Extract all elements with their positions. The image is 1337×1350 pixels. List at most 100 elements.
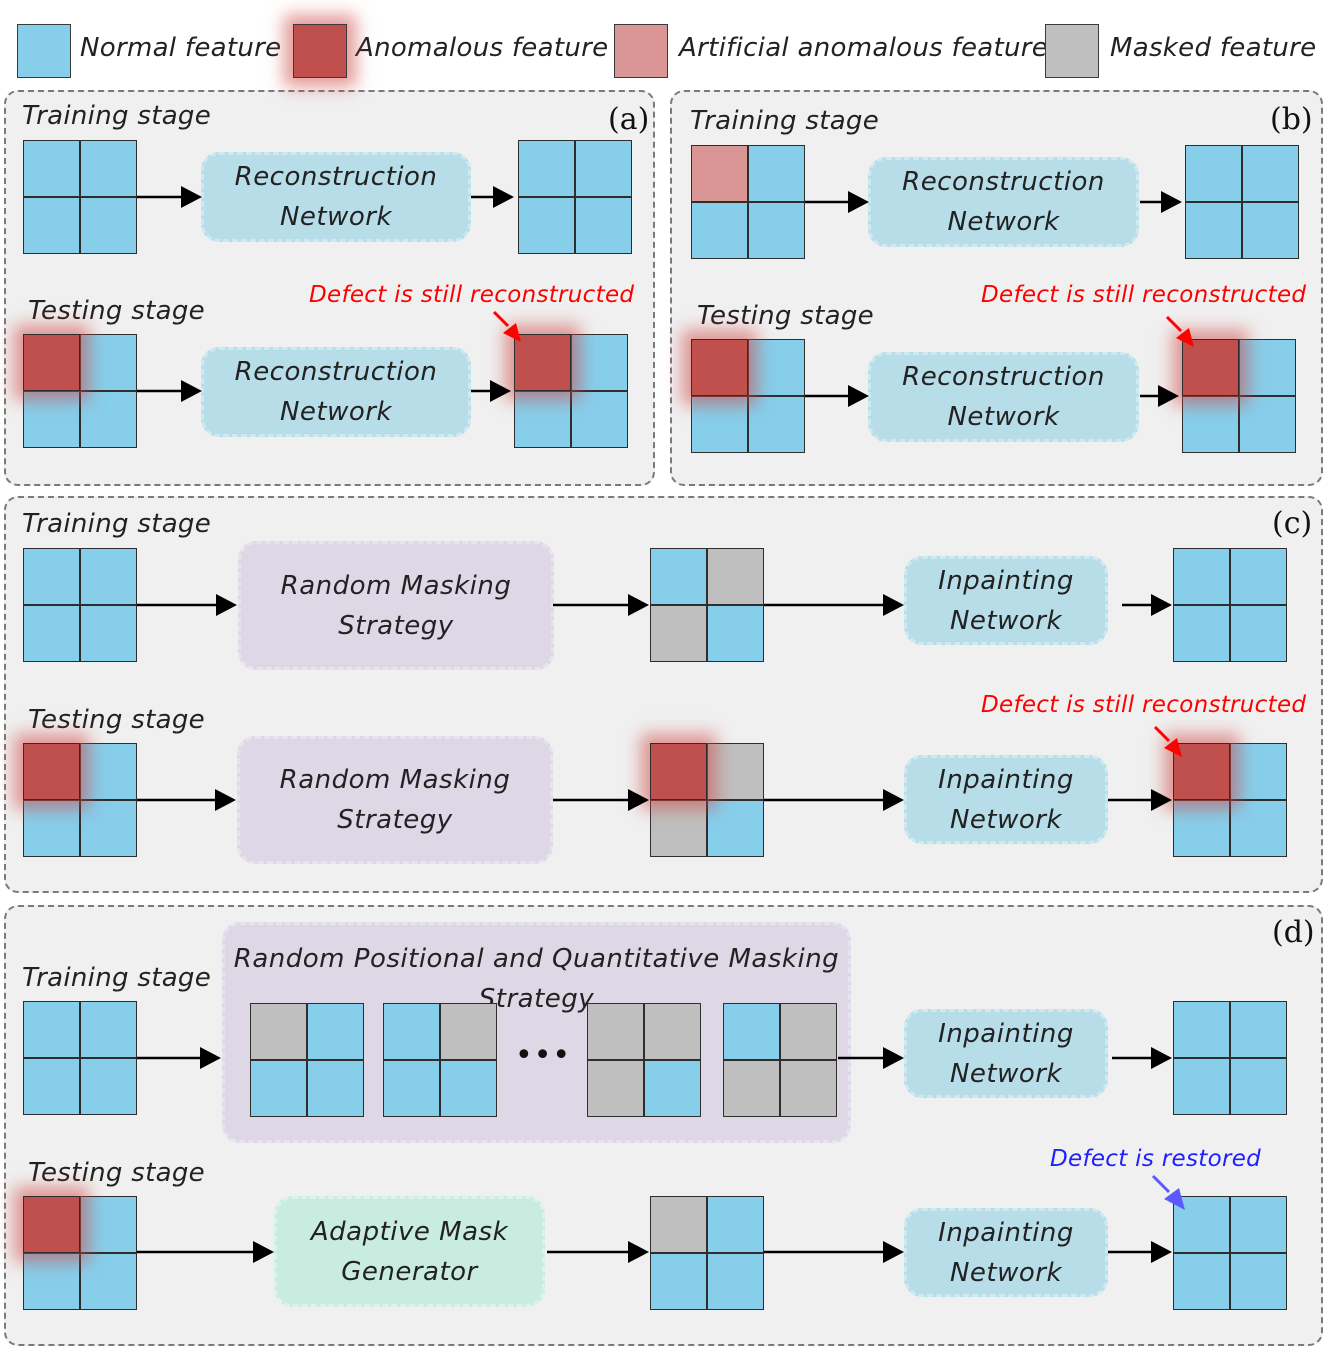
panel-c-train-input-grid (23, 548, 137, 662)
panel-a-training-stage: Training stage (22, 101, 212, 131)
panel-b-test-output-grid (1182, 339, 1296, 453)
panel-d-mask-sample-3 (587, 1003, 701, 1117)
feature-cell (723, 1003, 780, 1060)
network-label-line2: Network (949, 1058, 1063, 1089)
panel-d-testing-stage: Testing stage (28, 1158, 205, 1188)
panel-b-test-input-grid (691, 339, 805, 453)
feature-cell (514, 391, 571, 448)
panel-d-test-output-grid (1173, 1196, 1287, 1310)
feature-cell (1230, 1001, 1287, 1058)
feature-cell (1242, 202, 1299, 259)
network-label-line2: Network (947, 402, 1060, 432)
masking-label-line1: Random Masking (280, 570, 512, 601)
feature-cell (707, 800, 764, 857)
feature-cell (80, 1001, 137, 1058)
legend-anomalous-label: Anomalous feature (356, 33, 609, 63)
masking-strategy-title: Random Positional and Quantitative Maski… (225, 939, 848, 1019)
network-label-line1: Inpainting (938, 1018, 1074, 1049)
panel-c-test-masked-grid (650, 743, 764, 857)
feature-cell (748, 202, 805, 259)
masking-label-line2: Strategy (478, 984, 595, 1014)
feature-cell (23, 1058, 80, 1115)
feature-cell (1230, 1058, 1287, 1115)
feature-cell (1185, 145, 1242, 202)
network-label-line1: Inpainting (938, 1217, 1074, 1248)
feature-cell (1230, 1253, 1287, 1310)
panel-c-train-masked-grid (650, 548, 764, 662)
network-label-line2: Network (949, 804, 1063, 835)
feature-cell-anomalous (691, 339, 748, 396)
feature-cell (748, 396, 805, 453)
network-label-line2: Network (279, 202, 393, 232)
network-label-line1: Reconstruction (234, 162, 438, 192)
feature-cell (650, 548, 707, 605)
feature-cell (23, 1253, 80, 1310)
feature-cell-masked (440, 1003, 497, 1060)
feature-cell (23, 391, 80, 448)
feature-cell-masked (780, 1060, 837, 1117)
panel-a-label: (a) (608, 102, 650, 137)
feature-cell (80, 605, 137, 662)
feature-cell-masked (587, 1060, 644, 1117)
feature-cell (748, 339, 805, 396)
panel-a-test-output-grid (514, 334, 628, 448)
feature-cell (80, 548, 137, 605)
feature-cell (1173, 1001, 1230, 1058)
feature-cell-anomalous (23, 743, 80, 800)
feature-cell (80, 197, 137, 254)
feature-cell-masked (707, 548, 764, 605)
feature-cell (80, 140, 137, 197)
feature-cell-anomalous (1173, 743, 1230, 800)
feature-cell (1239, 396, 1296, 453)
feature-cell (575, 140, 632, 197)
panel-a-defect-note: Defect is still reconstructed (309, 282, 635, 308)
feature-cell (250, 1060, 307, 1117)
panel-d-restored-note: Defect is restored (1050, 1146, 1262, 1172)
feature-cell-masked (650, 605, 707, 662)
feature-cell (1173, 1253, 1230, 1310)
network-label-line1: Inpainting (938, 764, 1074, 795)
legend-normal-label: Normal feature (80, 33, 282, 63)
masking-label-line1: Random Positional and Quantitative Maski… (233, 944, 840, 974)
panel-c-training-stage: Training stage (22, 509, 212, 539)
feature-cell (707, 1196, 764, 1253)
panel-a-train-output-grid (518, 140, 632, 254)
panel-d-train-input-grid (23, 1001, 137, 1115)
feature-cell (707, 605, 764, 662)
panel-c-test-input-grid (23, 743, 137, 857)
feature-cell-masked (644, 1003, 701, 1060)
panel-b-train-input-grid (691, 145, 805, 259)
legend-masked-label: Masked feature (1110, 33, 1317, 63)
feature-cell (80, 743, 137, 800)
network-label-line1: Reconstruction (902, 362, 1105, 392)
panel-b-defect-note: Defect is still reconstructed (981, 282, 1307, 308)
network-label-line2: Network (279, 397, 393, 427)
feature-cell (1173, 1058, 1230, 1115)
feature-cell-anomalous (650, 743, 707, 800)
feature-cell (571, 334, 628, 391)
feature-cell (80, 1058, 137, 1115)
feature-cell (518, 140, 575, 197)
feature-cell-masked (587, 1003, 644, 1060)
feature-cell-masked (707, 743, 764, 800)
feature-cell-masked (250, 1003, 307, 1060)
feature-cell (1230, 800, 1287, 857)
feature-cell (80, 800, 137, 857)
feature-cell (23, 800, 80, 857)
panel-d-train-output-grid (1173, 1001, 1287, 1115)
feature-cell-masked (650, 1196, 707, 1253)
masking-label-line2: Strategy (338, 610, 454, 641)
feature-cell-masked (780, 1003, 837, 1060)
feature-cell-masked (723, 1060, 780, 1117)
feature-cell (23, 548, 80, 605)
panel-d-mask-sample-2 (383, 1003, 497, 1117)
ellipsis: ••• (515, 1038, 572, 1073)
legend: Normal feature Anomalous feature Artific… (0, 0, 1337, 78)
